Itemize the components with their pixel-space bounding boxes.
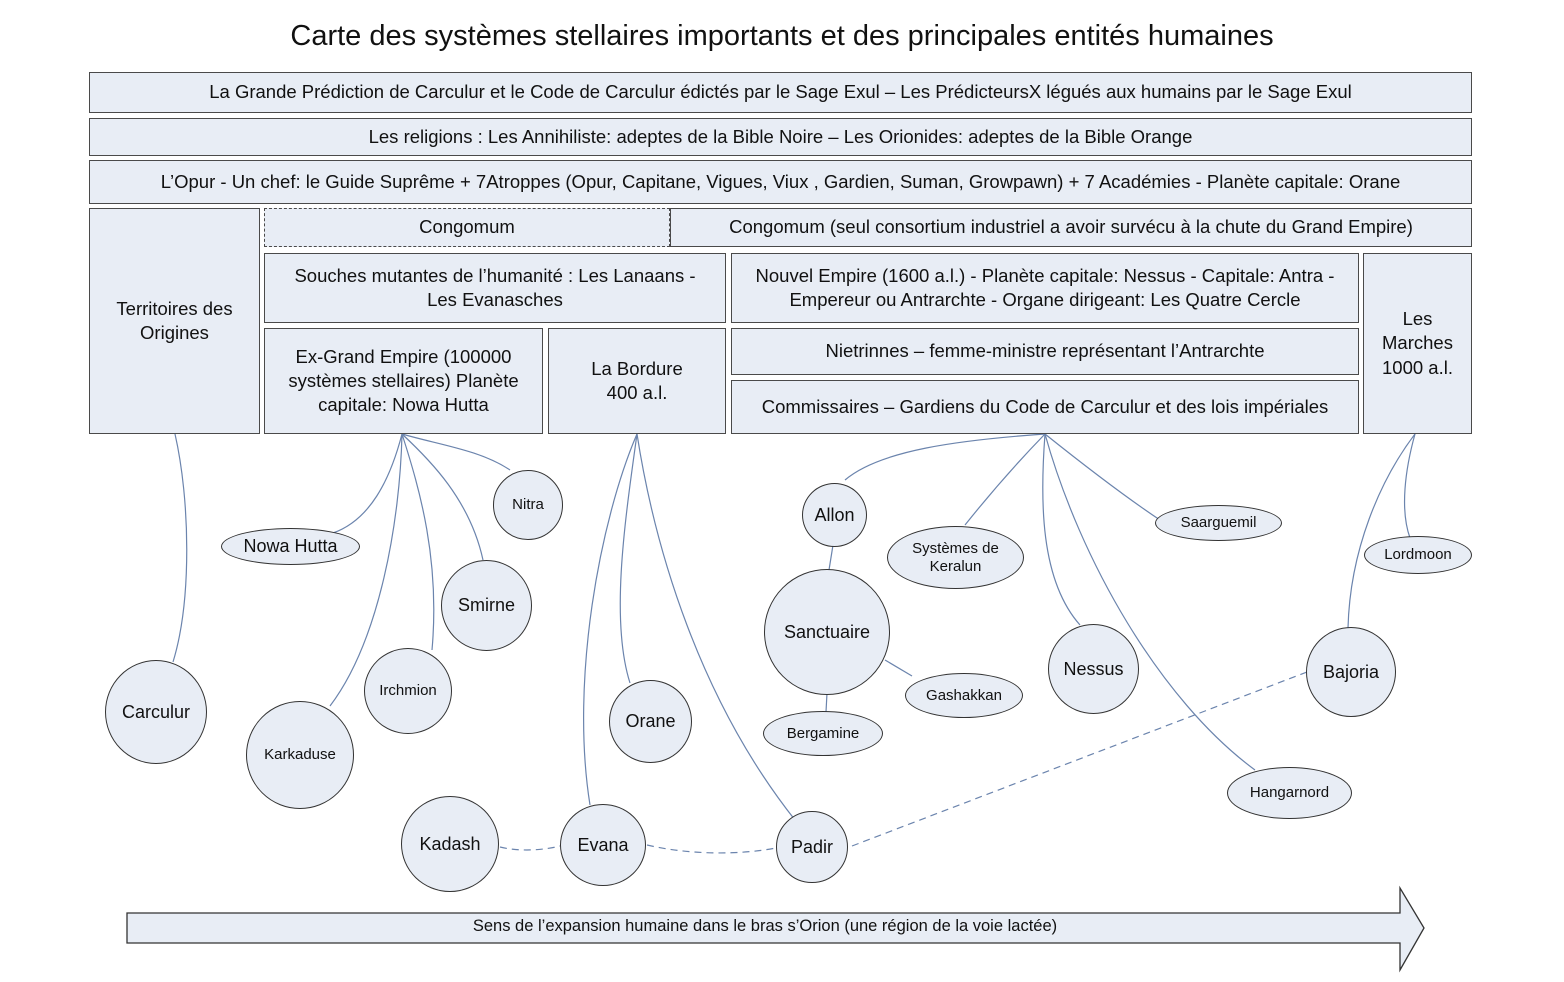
system-sanctuaire: Sanctuaire <box>764 569 890 695</box>
link-commissaires-nessus <box>1042 433 1081 626</box>
link-marches-bajoria <box>1347 433 1416 629</box>
territoires-box: Territoires des Origines <box>89 208 260 434</box>
prediction-band: La Grande Prédiction de Carculur et le C… <box>89 72 1472 113</box>
link-bordure-orane <box>619 433 638 684</box>
congomum-long-box: Congomum (seul consortium industriel a a… <box>670 208 1472 247</box>
system-orane: Orane <box>609 680 692 763</box>
expansion-arrow-label: Sens de l’expansion humaine dans le bras… <box>472 917 1058 935</box>
link-bordure-evana <box>583 433 638 806</box>
commissaires-box: Commissaires – Gardiens du Code de Carcu… <box>731 380 1359 434</box>
system-kadash: Kadash <box>401 796 499 892</box>
system-gashakkan: Gashakkan <box>905 673 1023 718</box>
link-bordure-padir <box>636 433 796 821</box>
system-carculur: Carculur <box>105 660 207 764</box>
link-sanctuaire-gashakkan <box>884 659 913 677</box>
link-marches-lordmoon <box>1403 433 1416 539</box>
link-territoires-carculur <box>172 433 188 663</box>
system-nitra: Nitra <box>493 470 563 540</box>
link-commissaires-allon <box>844 433 1046 481</box>
link-kadash-evana <box>499 845 561 851</box>
bordure-box: La Bordure 400 a.l. <box>548 328 726 434</box>
souches-box: Souches mutantes de l’humanité : Les Lan… <box>264 253 726 323</box>
system-keralun: Systèmes de Keralun <box>887 526 1024 589</box>
opur-band: L’Opur - Un chef: le Guide Suprême + 7At… <box>89 160 1472 204</box>
system-hangarnord: Hangarnord <box>1227 767 1352 819</box>
nietrinnes-box: Nietrinnes – femme-ministre représentant… <box>731 328 1359 375</box>
system-karkaduse: Karkaduse <box>246 701 354 809</box>
system-irchmion: Irchmion <box>364 648 452 734</box>
link-empire-karkaduse <box>329 433 403 707</box>
marches-box: Les Marches 1000 a.l. <box>1363 253 1472 434</box>
system-nessus: Nessus <box>1048 624 1139 714</box>
link-empire-irchmion <box>401 433 435 651</box>
system-lordmoon: Lordmoon <box>1364 536 1472 574</box>
link-commissaires-keralun <box>964 433 1046 526</box>
diagram-title: Carte des systèmes stellaires importants… <box>290 20 1274 52</box>
system-bergamine: Bergamine <box>763 711 883 756</box>
link-empire-nitra <box>401 433 511 471</box>
system-nowa-hutta: Nowa Hutta <box>221 528 360 565</box>
link-evana-padir <box>646 844 777 854</box>
link-sanctuaire-bergamine <box>825 692 828 713</box>
link-empire-smirne <box>401 433 484 561</box>
link-allon-sanctuaire <box>828 544 834 571</box>
link-padir-bajoria <box>851 671 1308 847</box>
link-empire-nowahutta <box>332 433 403 534</box>
expansion-arrow <box>126 885 1425 973</box>
religions-band: Les religions : Les Annihiliste: adeptes… <box>89 118 1472 156</box>
system-smirne: Smirne <box>441 560 532 651</box>
system-evana: Evana <box>560 804 646 886</box>
link-commissaires-hangarnord <box>1044 433 1256 771</box>
congomum-short-box: Congomum <box>264 208 670 247</box>
nouvel-empire-box: Nouvel Empire (1600 a.l.) - Planète capi… <box>731 253 1359 323</box>
system-padir: Padir <box>776 811 848 883</box>
link-commissaires-saarguemil <box>1044 433 1161 521</box>
ex-grand-empire-box: Ex-Grand Empire (100000 systèmes stellai… <box>264 328 543 434</box>
system-bajoria: Bajoria <box>1306 627 1396 717</box>
system-saarguemil: Saarguemil <box>1155 505 1282 541</box>
system-allon: Allon <box>802 483 867 547</box>
